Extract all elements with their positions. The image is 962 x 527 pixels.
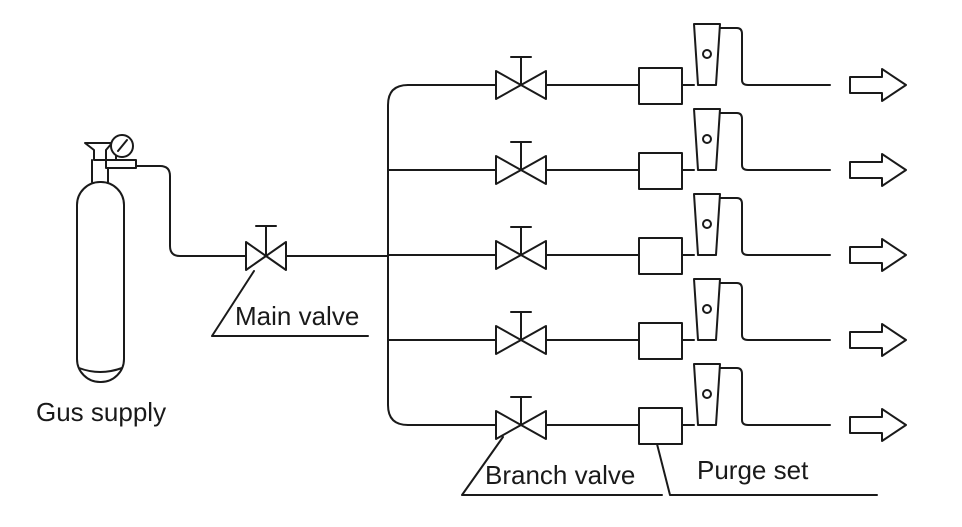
main-valve [245,225,287,271]
gas-cylinder [76,134,137,383]
outlet-pipe [719,282,831,341]
main-valve-label: Main valve [235,301,359,331]
branch-row [495,363,907,445]
purge-set-box [638,407,683,445]
flowmeter-float [702,304,712,314]
purge-set-leader-line [656,443,878,496]
branch-valve-right [520,70,547,100]
outflow-arrow-icon [849,238,907,272]
branch-valve-left [495,70,522,100]
outflow-arrow-icon [849,68,907,102]
gas-supply-label: Gus supply [36,397,166,427]
flowmeter-float [702,389,712,399]
main-valve-leader-line [211,270,369,337]
purge-set-box [638,152,683,190]
outflow-arrow-icon [849,408,907,442]
main-valve-left-triangle [245,241,267,271]
supply-pipe [135,165,247,257]
flowmeter-float [702,134,712,144]
main-valve-right-triangle [265,241,287,271]
purge-set-label: Purge set [697,455,809,485]
branch-row [495,108,907,190]
flowmeter-float [702,49,712,59]
flowmeter-float [702,219,712,229]
branch-valve-left [495,240,522,270]
branch-valve-left [495,325,522,355]
purge-set-box [638,237,683,275]
branch-valve-right [520,155,547,185]
branch-valve-leader-line [461,436,663,496]
branch-row [495,278,907,360]
regulator-body [105,159,137,169]
branch-row [495,23,907,105]
outlet-pipe [719,112,831,171]
cylinder-valve-head [84,142,113,161]
branch-row [495,193,907,275]
branch-valve-right [520,240,547,270]
cylinder-base-line [78,367,123,373]
gauge-needle [117,139,128,152]
branch-valve-label: Branch valve [485,460,635,490]
purge-set-box [638,67,683,105]
outlet-pipe [719,27,831,86]
purge-set-box [638,322,683,360]
outlet-pipe [719,367,831,426]
branch-valve-left [495,155,522,185]
branch-valve-right [520,325,547,355]
outlet-pipe [719,197,831,256]
outflow-arrow-icon [849,153,907,187]
branch-valve-right [520,410,547,440]
outflow-arrow-icon [849,323,907,357]
branch-valve-left [495,410,522,440]
cylinder-body [76,181,125,383]
